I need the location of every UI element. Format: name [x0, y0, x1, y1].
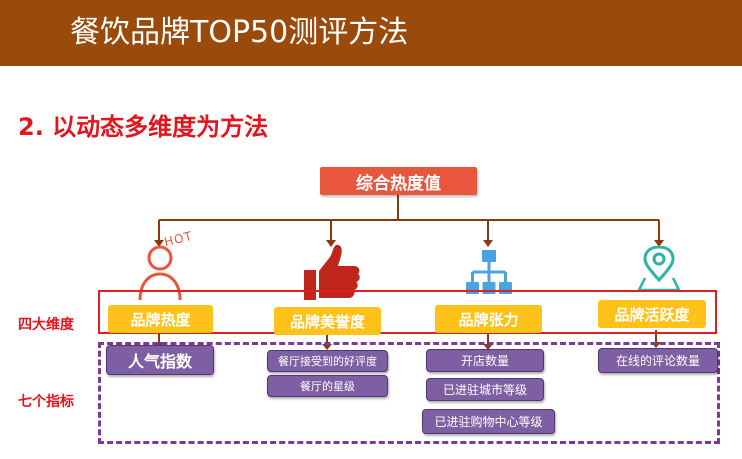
dimension-brand-reputation: 品牌美誉度: [274, 307, 381, 335]
metrics-side-label: 七个指标: [18, 394, 74, 410]
arrow-dim-2: [322, 344, 332, 350]
dimension-brand-tension: 品牌张力: [435, 305, 542, 333]
metric-city-tier: 已进驻城市等级: [426, 378, 544, 401]
metric-popularity-index: 人气指数: [106, 345, 214, 375]
dimensions-side-label: 四大维度: [18, 317, 74, 333]
arrow-4: [654, 240, 664, 247]
root-node: 综合热度值: [320, 167, 477, 195]
section-title: 2. 以动态多维度为方法: [18, 113, 269, 141]
arrow-3: [483, 240, 493, 247]
map-pin-icon: [636, 246, 682, 292]
metrics-frame: [98, 342, 720, 444]
metric-online-reviews: 在线的评论数量: [598, 348, 718, 373]
person-hot-icon: [138, 245, 182, 301]
thumbs-up-icon: [304, 244, 360, 300]
page-title: 餐饮品牌TOP50测评方法: [70, 15, 409, 50]
metric-store-count: 开店数量: [426, 349, 544, 372]
dimensions-frame: [98, 290, 717, 334]
header-bar: 餐饮品牌TOP50测评方法: [0, 0, 742, 66]
metric-mall-tier: 已进驻购物中心等级: [422, 409, 555, 434]
metric-restaurant-rating: 餐厅接受到的好评度: [267, 350, 388, 372]
dimension-brand-heat: 品牌热度: [108, 305, 213, 333]
arrow-1: [154, 240, 164, 247]
arrow-dim-3: [483, 344, 493, 350]
metric-restaurant-stars: 餐厅的星级: [267, 375, 388, 397]
dimension-brand-activity: 品牌活跃度: [598, 300, 706, 328]
arrow-2: [326, 240, 336, 247]
